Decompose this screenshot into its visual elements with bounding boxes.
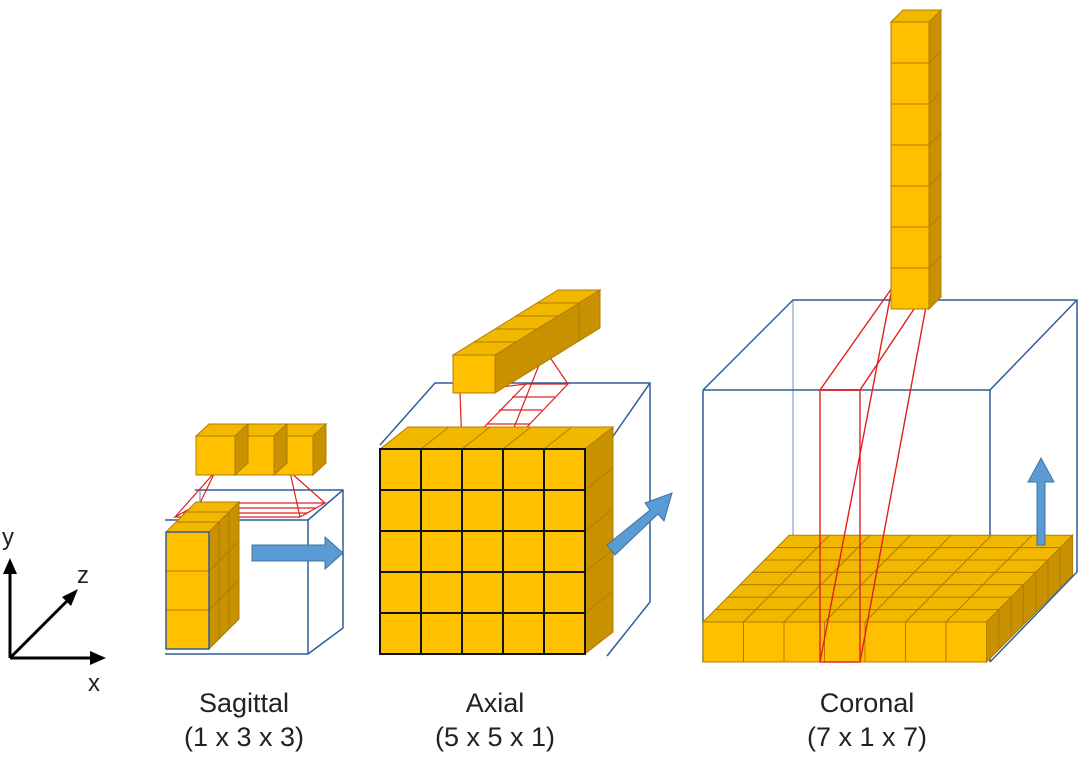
axial-slab-voxel xyxy=(543,571,586,614)
axial-output-voxels xyxy=(451,289,602,394)
coronal-kernel-size: (7 x 1 x 7) xyxy=(806,722,928,752)
z-axis-label: z xyxy=(77,562,89,589)
sagittal-kernel-size: (1 x 3 x 3) xyxy=(183,722,305,752)
axial-slab-voxel xyxy=(420,612,463,655)
coronal-slab-voxel xyxy=(702,621,744,663)
axial-volume-outline xyxy=(379,382,651,657)
axes-indicator xyxy=(3,558,106,665)
sagittal-title: Sagittal xyxy=(198,688,290,718)
axial-slab-voxel xyxy=(461,448,504,491)
axial-slab-voxel xyxy=(420,530,463,573)
axial-slab-side-divider xyxy=(584,508,614,532)
coronal-input-slab xyxy=(701,533,1074,664)
axial-slab-voxel xyxy=(461,571,504,614)
coronal-title: Coronal xyxy=(819,688,915,718)
coronal-direction-arrow-icon xyxy=(1027,456,1055,546)
axial-caption: Axial (5 x 5 x 1) xyxy=(375,686,615,754)
x-axis-label: x xyxy=(88,670,100,697)
y-axis-label: y xyxy=(2,524,14,551)
axial-slab-side-divider xyxy=(584,590,614,614)
coronal-output-voxel-3-front xyxy=(890,103,930,146)
axial-output-front-front xyxy=(452,354,496,394)
coronal-output-voxel-7-front xyxy=(890,267,930,310)
coronal-output-voxel-6-front xyxy=(890,226,930,269)
coronal-slab-voxel xyxy=(945,621,987,663)
coronal-output-voxel-5-front xyxy=(890,185,930,228)
axial-title: Axial xyxy=(465,688,525,718)
axial-slab-top xyxy=(378,426,615,450)
axial-slab-voxel xyxy=(379,571,422,614)
axial-slab-voxel xyxy=(543,530,586,573)
coronal-slab-voxel xyxy=(824,621,866,663)
axial-diagram xyxy=(378,289,673,657)
axial-slab-side-divider xyxy=(584,467,614,491)
coronal-output-voxels xyxy=(889,8,943,311)
z-axis-line xyxy=(8,596,72,660)
sagittal-caption: Sagittal (1 x 3 x 3) xyxy=(124,686,364,754)
x-axis-arrowhead xyxy=(90,651,106,665)
sagittal-output-voxel-1-front xyxy=(195,435,236,476)
axial-slab-side xyxy=(584,425,614,656)
axial-input-slab xyxy=(378,425,615,656)
sagittal-slab-voxel-2-front xyxy=(165,570,210,611)
axial-slab-top-divider xyxy=(543,426,573,450)
sagittal-slab-outline xyxy=(165,531,210,650)
axial-slab-side-divider xyxy=(584,549,614,573)
axial-slab-voxel xyxy=(379,530,422,573)
coronal-output-voxel-4-front xyxy=(890,144,930,187)
coronal-diagram xyxy=(701,8,1078,664)
axial-slab-voxel xyxy=(502,489,545,532)
axial-slab-voxel xyxy=(543,612,586,655)
axial-slab-voxel xyxy=(379,612,422,655)
axial-slab-top-divider xyxy=(420,426,450,450)
axial-slab-voxel xyxy=(502,571,545,614)
axial-direction-arrow-icon xyxy=(606,492,673,556)
axial-slab-voxel xyxy=(420,448,463,491)
axial-slab-voxel xyxy=(420,571,463,614)
y-axis-arrowhead xyxy=(3,558,17,574)
coronal-slab-voxel xyxy=(743,621,785,663)
sagittal-direction-arrow-icon xyxy=(251,535,344,571)
coronal-slab-voxel xyxy=(905,621,947,663)
coronal-slab-voxel xyxy=(783,621,825,663)
sagittal-diagram xyxy=(164,422,344,655)
coronal-output-voxel-1-front xyxy=(890,21,930,64)
axial-slab-top-divider xyxy=(461,426,491,450)
sagittal-slab-voxel-1-front xyxy=(165,531,210,572)
axial-slab-voxel xyxy=(543,489,586,532)
axial-slab-voxel xyxy=(543,448,586,491)
axial-kernel-size: (5 x 5 x 1) xyxy=(434,722,556,752)
axial-slab-voxel xyxy=(502,448,545,491)
sagittal-input-slab xyxy=(164,500,241,651)
coronal-output-voxel-2-front xyxy=(890,62,930,105)
coronal-slab-voxel xyxy=(864,621,906,663)
axial-slab-voxel xyxy=(502,612,545,655)
sagittal-slab-voxel-3-front xyxy=(165,609,210,650)
axial-slab-voxel xyxy=(461,489,504,532)
axial-slab-voxel xyxy=(420,489,463,532)
axial-slab-voxel xyxy=(379,448,422,491)
z-axis-arrowhead xyxy=(62,589,78,606)
axial-slab-top-divider xyxy=(502,426,532,450)
axial-slab-voxel xyxy=(502,530,545,573)
coronal-kernel-projection xyxy=(819,284,931,663)
axial-slab-voxel xyxy=(461,530,504,573)
axial-slab-voxel xyxy=(461,612,504,655)
sagittal-output-voxels xyxy=(194,422,328,477)
coronal-caption: Coronal (7 x 1 x 7) xyxy=(747,686,987,754)
axial-slab-voxel xyxy=(379,489,422,532)
